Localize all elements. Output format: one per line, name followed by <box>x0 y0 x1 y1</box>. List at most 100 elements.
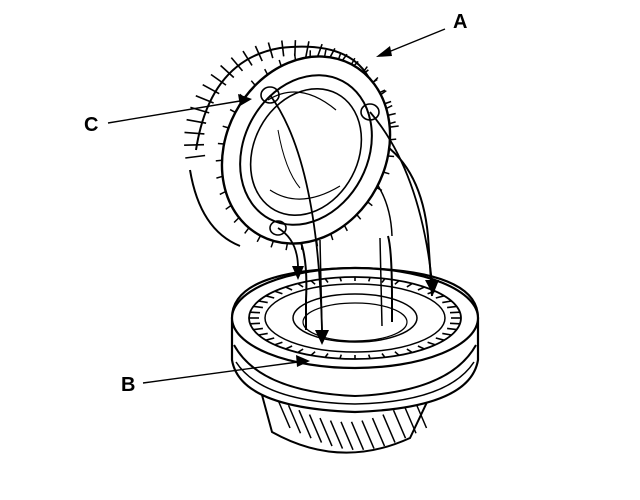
callout-a: A <box>453 11 468 33</box>
sleeve-tooth <box>406 282 413 288</box>
gear-tooth <box>294 40 297 57</box>
sleeve-tooth <box>417 286 425 291</box>
gear-tooth <box>305 41 310 58</box>
sleeve-tooth <box>324 278 329 283</box>
ring-tooth <box>256 235 262 243</box>
sleeve-tooth <box>258 300 268 304</box>
ring-tooth <box>278 59 282 67</box>
sleeve-tooth <box>394 280 400 285</box>
sleeve-tooth <box>406 348 413 354</box>
upper-gear <box>189 45 371 247</box>
sleeve-tooth <box>310 351 316 356</box>
ring-tooth <box>244 227 250 234</box>
sleeve-tooth <box>285 345 293 350</box>
gear-tooth <box>242 50 253 66</box>
helical-tooth <box>392 409 407 439</box>
ring-tooth <box>293 53 297 61</box>
sleeve-tooth <box>449 322 460 325</box>
sleeve-tooth <box>447 305 457 309</box>
gear-tooth <box>184 131 205 135</box>
gear-tooth <box>184 143 205 146</box>
ring-tooth <box>250 80 256 86</box>
sleeve-tooth <box>265 337 275 341</box>
sleeve-tooth <box>285 286 293 291</box>
sleeve-teeth <box>249 277 461 359</box>
helical-tooth <box>403 404 417 434</box>
sleeve-tooth <box>253 305 263 309</box>
ring-tooth <box>337 52 342 60</box>
ring-tooth <box>350 57 356 65</box>
callout-b: B <box>121 374 136 396</box>
helical-tooth <box>361 420 375 449</box>
ring-tooth <box>376 186 383 192</box>
ring-tooth <box>356 214 362 220</box>
helical-tooth <box>287 404 302 434</box>
sleeve-tooth <box>367 277 371 282</box>
sleeve-tooth <box>435 337 445 341</box>
ring-tooth <box>219 190 227 196</box>
ring-tooth <box>389 121 396 125</box>
callout-leaders <box>107 28 446 384</box>
sleeve-tooth <box>250 322 261 325</box>
sleeve-tooth <box>297 348 304 354</box>
sleeve-tooth <box>297 282 304 288</box>
ring-tooth <box>385 104 393 110</box>
ring-tooth <box>387 155 395 158</box>
ring-tooth <box>233 217 240 224</box>
sleeve-tooth <box>274 341 283 346</box>
ring-tooth <box>229 108 236 114</box>
callout-c: C <box>84 114 99 136</box>
helical-tooth <box>298 409 312 439</box>
gear-tooth <box>185 154 206 159</box>
ring-tooth <box>323 49 327 57</box>
ring-tooth <box>383 171 390 175</box>
ring-tooth <box>215 159 223 162</box>
ring-tooth <box>225 204 232 210</box>
ring-tooth <box>270 240 275 248</box>
helical-tooth <box>308 414 323 443</box>
ring-tooth <box>264 68 269 76</box>
sleeve-tooth <box>442 300 452 304</box>
gear-tooth <box>202 83 220 95</box>
sleeve-tooth <box>449 311 460 314</box>
ring-tooth <box>330 233 334 241</box>
ring-tooth <box>285 243 289 251</box>
sleeve-tooth <box>417 345 425 350</box>
helical-tooth <box>371 417 386 447</box>
helical-tooth <box>340 421 354 451</box>
sleeve-tooth <box>310 280 316 285</box>
sleeve-tooth <box>367 354 371 359</box>
ring-tooth <box>343 224 348 232</box>
sleeve-tooth <box>381 353 386 358</box>
helical-tooth <box>350 421 365 451</box>
ring-tooth <box>380 90 387 96</box>
ring-tooth <box>389 138 397 141</box>
ring-tooth <box>222 125 229 129</box>
sleeve-tooth <box>339 277 343 282</box>
helical-tooth <box>382 414 396 443</box>
alignment-arrows <box>269 94 439 345</box>
ring-lugs <box>260 86 380 236</box>
ring-tooth <box>216 175 223 179</box>
helical-tooth <box>329 420 344 449</box>
helical-tooth <box>319 417 333 447</box>
ring-tooth <box>217 142 225 145</box>
sleeve-tooth <box>447 327 457 331</box>
sleeve-tooth <box>381 278 386 283</box>
sleeve-tooth <box>253 327 263 331</box>
helical-tooth <box>277 399 291 429</box>
sleeve-tooth <box>324 353 329 358</box>
sleeve-tooth <box>442 332 452 336</box>
sleeve-tooth <box>427 341 436 346</box>
sleeve-tooth <box>339 354 343 359</box>
lower-gear-teeth <box>277 399 428 451</box>
sleeve-tooth <box>435 295 445 299</box>
ring-tooth <box>367 201 373 207</box>
ring-tooth <box>372 76 379 83</box>
sleeve-tooth <box>394 351 400 356</box>
blocker-ring-teeth <box>215 49 397 251</box>
sleeve-tooth <box>274 290 283 295</box>
ring-tooth <box>362 66 368 73</box>
